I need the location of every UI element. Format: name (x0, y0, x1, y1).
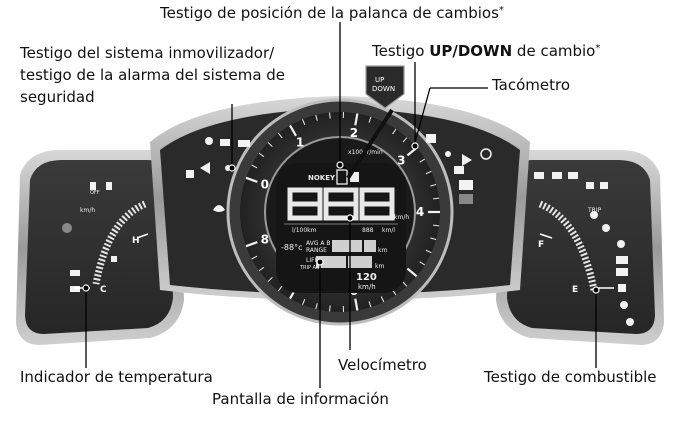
lcd-kml: km/l (382, 227, 395, 234)
lcd-temperature: -88°c (281, 243, 302, 252)
fuel-f-label: F (538, 240, 544, 250)
trip-small: TRIP (587, 207, 602, 214)
tach-minor-tick (330, 113, 331, 119)
callout-fuel: Testigo de combustible (484, 368, 657, 386)
lcd-trip: TRIP AB (299, 265, 320, 271)
updown-up-text: UP (375, 76, 384, 84)
callout-shift-position: Testigo de posición de la palanca de cam… (160, 4, 504, 22)
tach-number: 2 (350, 126, 358, 140)
callout-info-display: Pantalla de información (212, 390, 389, 408)
tach-number: 3 (397, 154, 405, 168)
callout-updown: Testigo UP/DOWN de cambio* (372, 42, 600, 60)
lcd-range: RANGE (306, 247, 327, 254)
tach-number: 8 (261, 232, 269, 246)
seatbelt-icon (186, 170, 194, 178)
battery-icon (70, 286, 80, 292)
lcd-display: km/h NOKEY l/100km 888 km/l -88°c AVG A … (276, 163, 409, 293)
callout-tachometer: Tacómetro (492, 76, 570, 94)
updown-down-text: DOWN (372, 85, 395, 93)
tach-number: 0 (261, 178, 269, 192)
lcd-odo: 888 (362, 227, 374, 234)
door-icon (426, 134, 436, 143)
nokey-indicator: NOKEY (308, 174, 336, 182)
lcd-km-b: km (375, 263, 384, 270)
callout-temperature: Indicador de temperatura (20, 368, 213, 386)
callout-speedometer: Velocímetro (338, 356, 427, 374)
airbag-icon (445, 151, 451, 157)
oil-icon (70, 270, 80, 276)
lcd-avg: AVG A B (306, 240, 331, 247)
callout-immobilizer-line3: seguridad (20, 88, 95, 106)
lcd-km-a: km (378, 247, 387, 254)
tach-minor-tick (330, 305, 331, 311)
kmh-small-left: km/h (80, 207, 95, 214)
fuel-e-label: E (572, 285, 578, 295)
callout-immobilizer-line2: testigo de la alarma del sistema de (20, 66, 285, 84)
speed-unit: km/h (394, 214, 409, 221)
temp-c-label: C (100, 285, 107, 295)
temp-h-label: H (132, 236, 140, 246)
speed-120-unit: km/h (358, 283, 376, 291)
speed-120: 120 (356, 272, 377, 283)
lcd-l100: l/100km (292, 227, 317, 234)
callout-immobilizer-line1: Testigo del sistema inmovilizador/ (20, 44, 274, 62)
tach-number: 1 (296, 136, 304, 150)
tach-number: 4 (416, 205, 424, 219)
off-small: OFF (90, 190, 100, 196)
